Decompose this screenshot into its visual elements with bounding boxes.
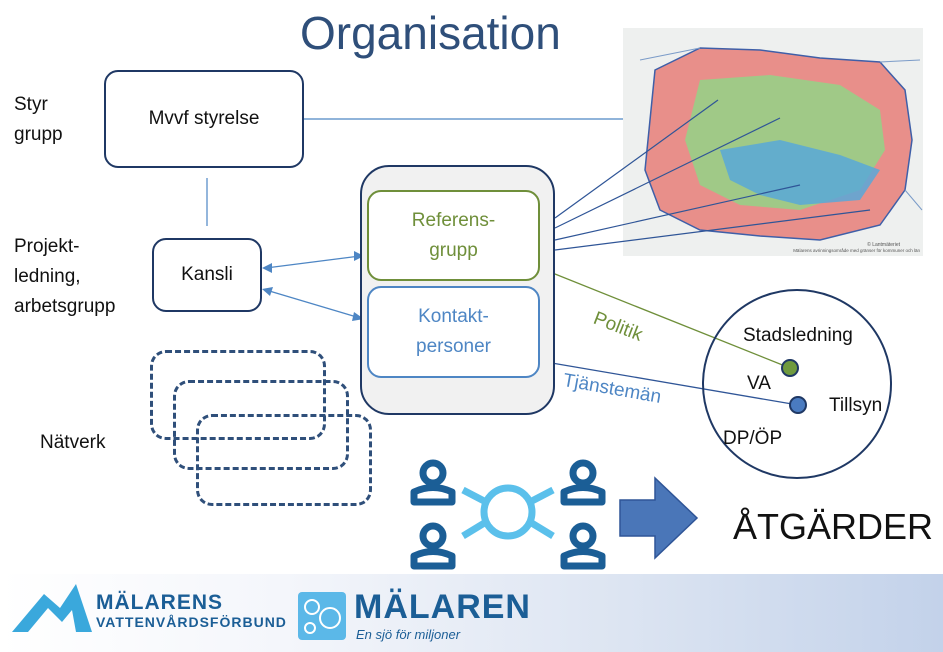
line-politik [539, 267, 791, 369]
label-dp-op: DP/ÖP [723, 428, 783, 449]
person-icon-br [560, 522, 606, 570]
line-ref-map-2 [554, 117, 781, 229]
footer-band [0, 574, 943, 652]
malaren-logo-icon [298, 592, 346, 640]
malaren-tagline: En sjö för miljoner [356, 627, 461, 642]
label-styrgrupp-line1: Styr [14, 94, 48, 115]
mvvf-logo-line1: MÄLARENS [96, 591, 223, 614]
person-icon-bl [410, 522, 456, 570]
map-image: © Lantmäteriet Mälarens avrinningsområde… [623, 28, 923, 256]
box-referensgrupp: Referens- grupp [367, 190, 540, 281]
box-kansli: Kansli [152, 238, 262, 312]
label-projektledning-line3: arbetsgrupp [14, 296, 116, 317]
box-kontaktpersoner: Kontakt- personer [367, 286, 540, 378]
page-title: Organisation [300, 7, 561, 59]
kontaktpersoner-line1: Kontakt- [418, 306, 489, 327]
politik-dot [781, 359, 799, 377]
label-va: VA [747, 373, 771, 394]
stakeholder-circle [702, 289, 892, 479]
label-projektledning: Projekt- ledning, arbetsgrupp [14, 232, 115, 322]
label-styrgrupp-line2: grupp [14, 124, 63, 145]
network-box-3 [196, 414, 372, 506]
referensgrupp-line1: Referens- [411, 209, 496, 231]
label-projektledning-line1: Projekt- [14, 236, 80, 257]
label-atgarder: ÅTGÄRDER [733, 506, 934, 547]
hub-icon [461, 484, 555, 540]
line-ref-map-3 [554, 184, 801, 241]
label-tillsyn: Tillsyn [829, 395, 883, 416]
arrow-kansli-ref [262, 251, 364, 273]
kontaktpersoner-line2: personer [416, 336, 491, 357]
network-icon [410, 459, 606, 570]
network-box-1 [150, 350, 326, 440]
mvvf-logo-text: MÄLARENS VATTENVÅRDSFÖRBUND [96, 592, 287, 631]
tjansteman-dot [789, 396, 807, 414]
referensgrupp-line2: grupp [429, 239, 478, 261]
box-styrelse: Mvvf styrelse [104, 70, 304, 168]
label-styrgrupp: Styr grupp [14, 90, 63, 150]
malaren-logo-text: MÄLAREN [354, 588, 531, 626]
line-ref-map-1 [554, 99, 719, 219]
right-arrow-icon [619, 476, 699, 560]
network-box-2 [173, 380, 349, 470]
mvvf-logo-line2: VATTENVÅRDSFÖRBUND [96, 614, 287, 630]
line-ref-map-4 [554, 209, 871, 251]
mvvf-logo-icon [12, 584, 92, 632]
label-projektledning-line2: ledning, [14, 266, 81, 287]
arrow-kansli-kontakt [262, 287, 364, 321]
label-natverk: Nätverk [40, 432, 106, 453]
label-stadsledning: Stadsledning [743, 325, 853, 346]
map-credit: © Lantmäteriet [867, 241, 900, 248]
line-tjansteman [539, 360, 799, 406]
map-caption: Mälarens avrinningsområde med gränser fö… [793, 247, 920, 253]
person-icon-tl [410, 459, 456, 506]
person-icon-tr [560, 459, 606, 506]
